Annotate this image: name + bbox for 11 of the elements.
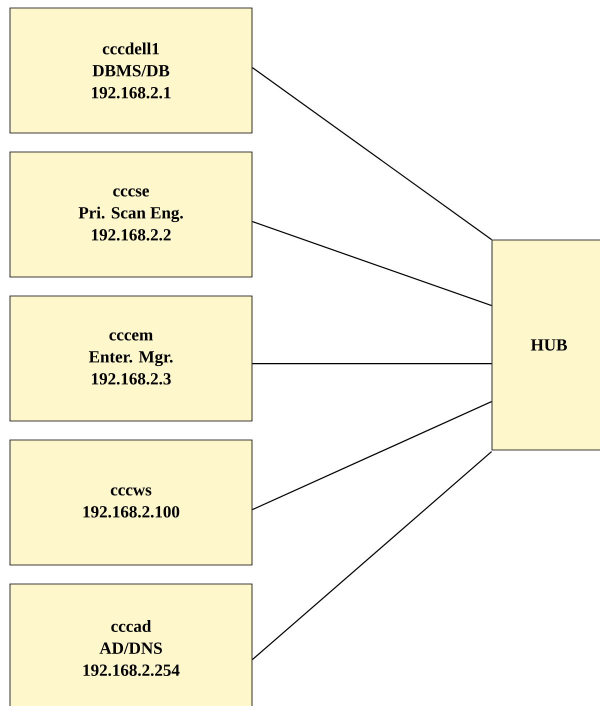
host-box: cccdell1 DBMS/DB 192.168.2.1	[10, 8, 252, 134]
hub-box: HUB	[492, 240, 600, 450]
host-box: cccse Pri. Scan Eng. 192.168.2.2	[10, 152, 252, 278]
host-box: cccad AD/DNS 192.168.2.254	[10, 584, 252, 706]
connection-line	[252, 401, 492, 510]
connection-line	[252, 221, 492, 306]
connection-line	[252, 363, 492, 364]
host-box: cccem Enter. Mgr. 192.168.2.3	[10, 296, 252, 422]
connection-line	[252, 451, 492, 660]
host-box: cccws 192.168.2.100	[10, 440, 252, 566]
connection-line	[252, 67, 492, 240]
